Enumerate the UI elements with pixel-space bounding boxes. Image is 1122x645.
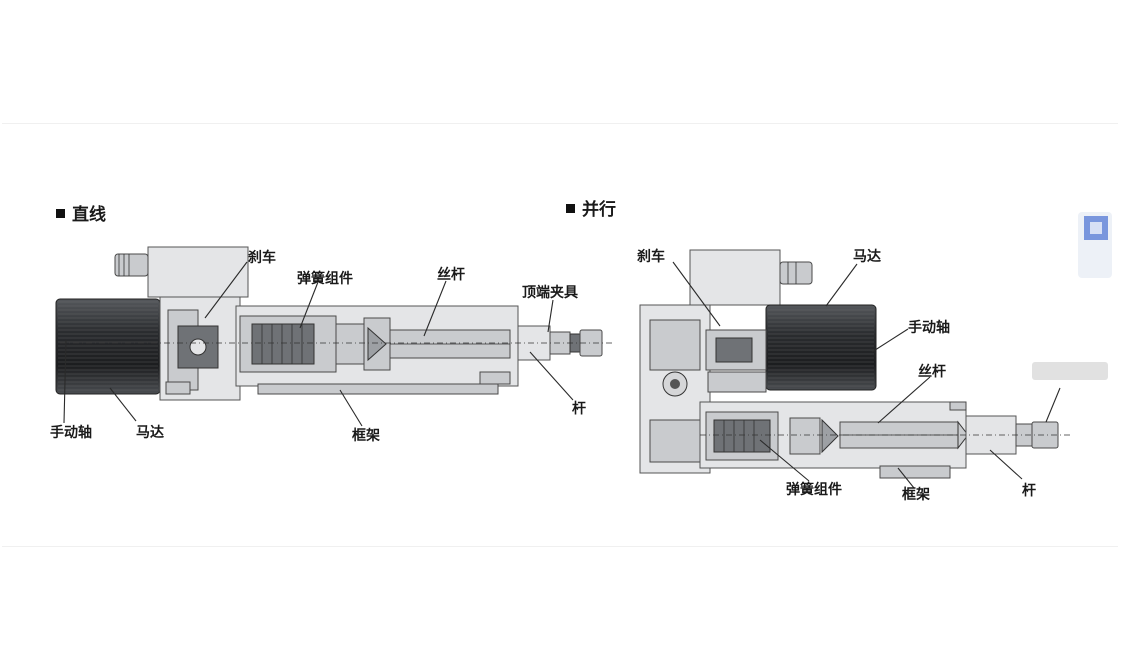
inline-label-brake: 刹车 bbox=[248, 249, 276, 266]
inline-section: 直线 bbox=[50, 204, 612, 444]
inline-label-spring-assembly: 弹簧组件 bbox=[297, 270, 353, 287]
parallel-label-motor: 马达 bbox=[853, 248, 881, 265]
inline-label-hand-shaft: 手动轴 bbox=[50, 424, 92, 441]
parallel-label-spring-assembly: 弹簧组件 bbox=[786, 481, 842, 498]
parallel-bullet-icon bbox=[566, 204, 575, 213]
inline-label-lead-screw: 丝杆 bbox=[437, 266, 465, 283]
inline-label-rod: 杆 bbox=[572, 400, 586, 417]
inline-bullet-icon bbox=[56, 209, 65, 218]
inline-label-motor: 马达 bbox=[136, 424, 164, 441]
inline-title: 直线 bbox=[72, 204, 106, 225]
parallel-title: 并行 bbox=[582, 199, 616, 220]
parallel-label-hand-shaft: 手动轴 bbox=[908, 319, 950, 336]
inline-label-frame: 框架 bbox=[352, 427, 380, 444]
parallel-leaders bbox=[672, 261, 1061, 489]
inline-actuator-drawing bbox=[55, 246, 612, 401]
inline-brake-housing bbox=[147, 246, 249, 298]
parallel-label-lead-screw: 丝杆 bbox=[918, 363, 946, 380]
inline-label-end-clamp: 顶端夹具 bbox=[522, 284, 578, 301]
parallel-label-brake: 刹车 bbox=[637, 248, 665, 265]
parallel-label-rod: 杆 bbox=[1022, 482, 1036, 499]
parallel-brake-housing bbox=[689, 249, 781, 306]
inline-leaders bbox=[63, 261, 574, 427]
parallel-actuator-drawing bbox=[639, 249, 1072, 479]
parallel-section: 并行 bbox=[566, 199, 1112, 503]
blurred-watermark-patch bbox=[1032, 362, 1108, 380]
blurred-watermark-icon bbox=[1078, 212, 1112, 278]
parallel-label-frame: 框架 bbox=[902, 486, 930, 503]
